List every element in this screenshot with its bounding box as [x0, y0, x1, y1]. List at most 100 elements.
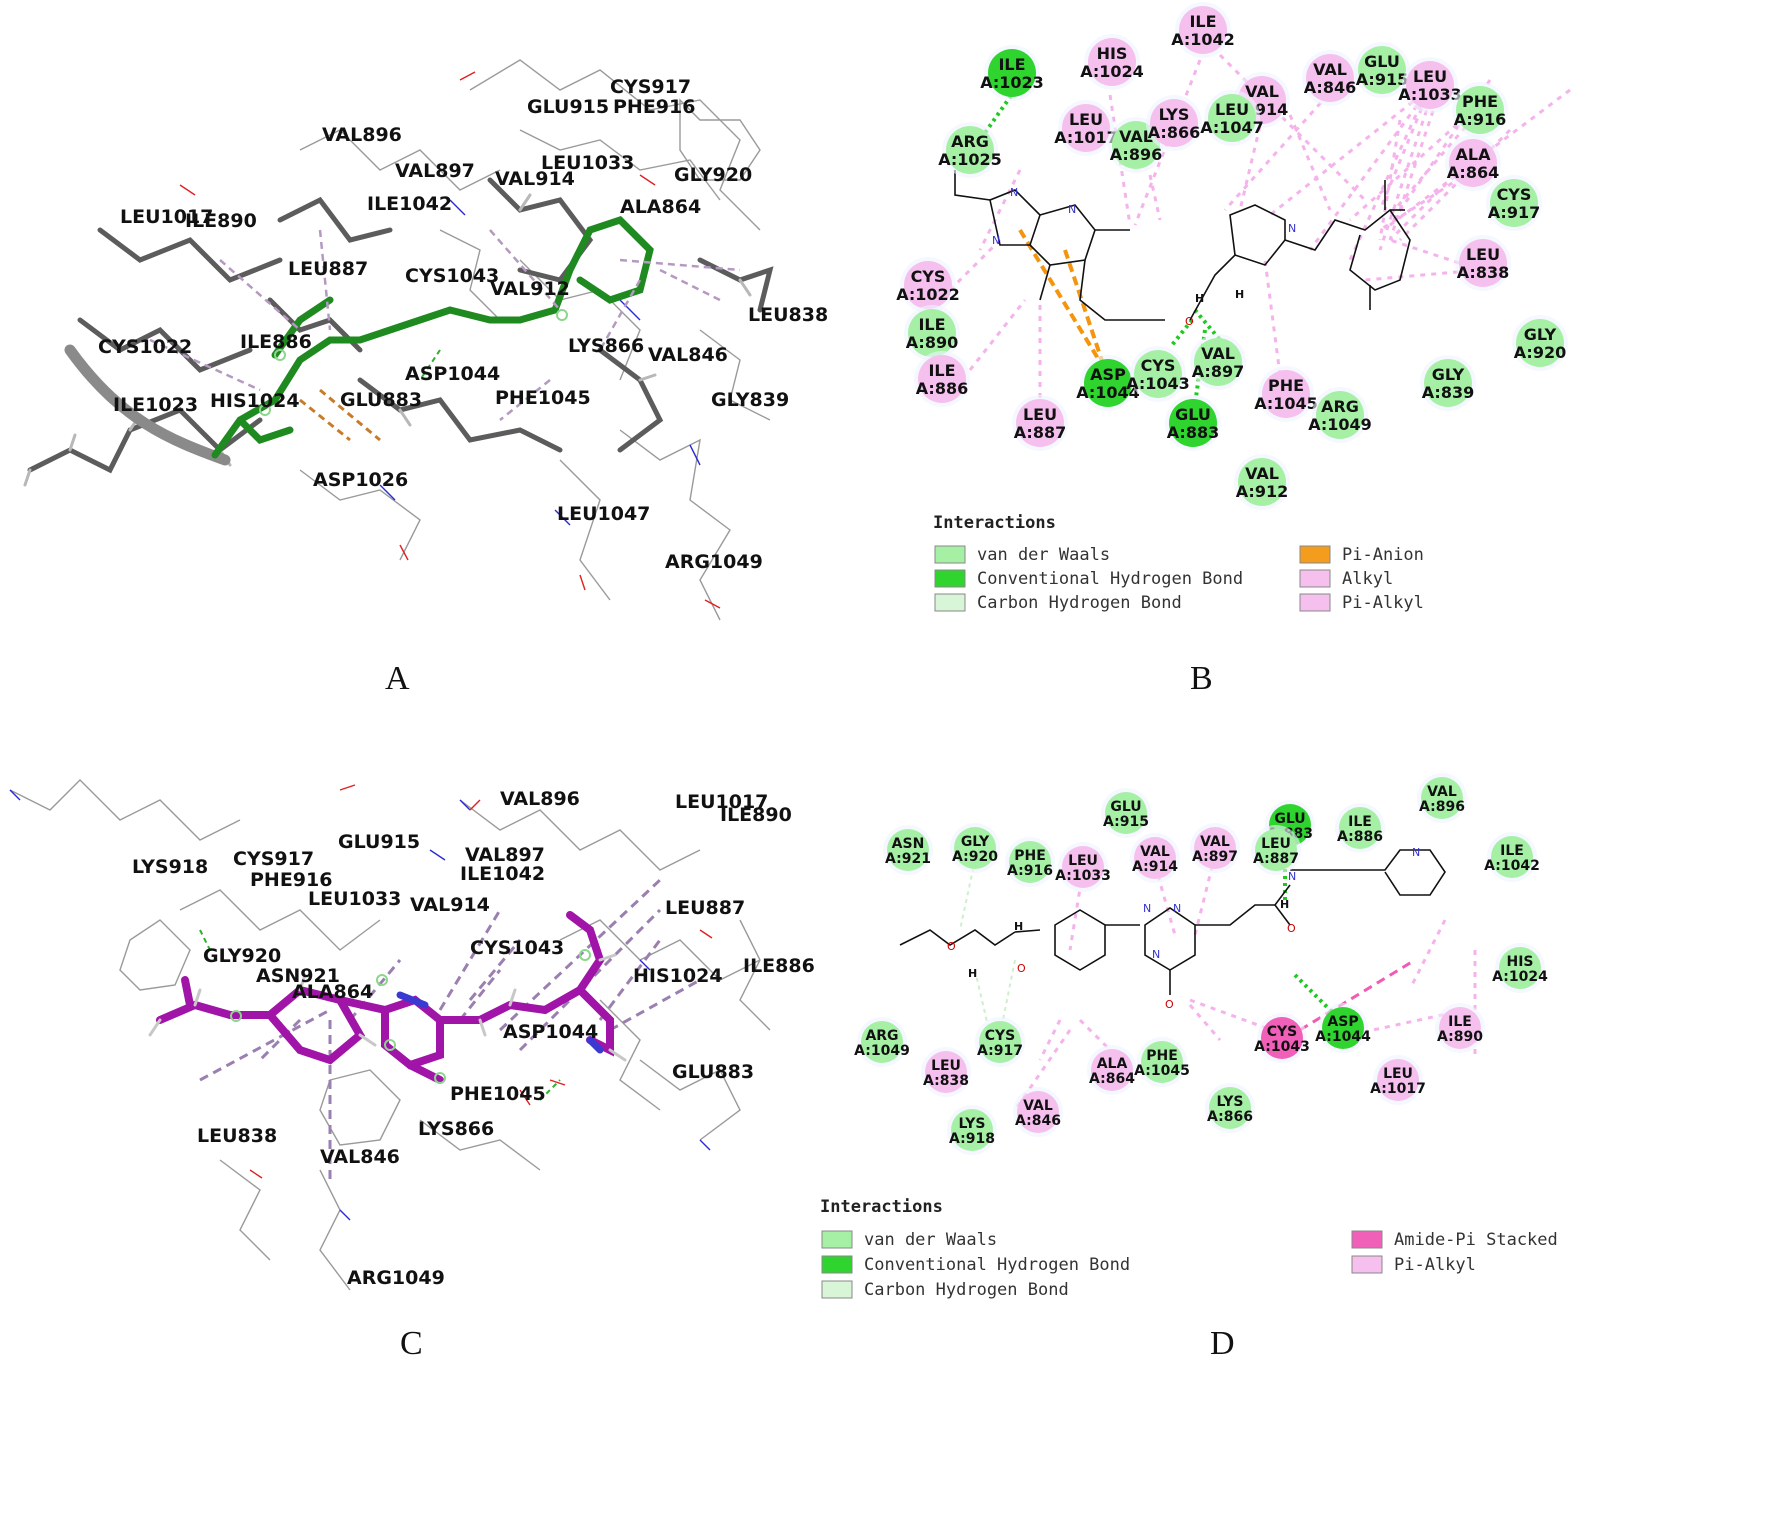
label-ile886: ILE886 — [240, 331, 312, 353]
panel-c-letter: C — [400, 1325, 423, 1362]
residue-id: A:886 — [1337, 829, 1383, 845]
svg-text:O: O — [1017, 962, 1026, 975]
residue-name: GLY — [1432, 365, 1465, 384]
legend-label: Pi-Alkyl — [1342, 593, 1424, 613]
residue-id: A:1023 — [980, 73, 1044, 92]
legend-swatch — [934, 593, 966, 612]
legend-label: Carbon Hydrogen Bond — [864, 1280, 1069, 1300]
legend-label: Carbon Hydrogen Bond — [977, 593, 1182, 613]
label-phe1045: PHE1045 — [495, 387, 591, 409]
label-leu1047: LEU1047 — [557, 503, 650, 525]
residue-name: GLU — [1110, 799, 1141, 815]
residue-name: ARG — [865, 1028, 898, 1044]
label-ile1023: ILE1023 — [113, 394, 198, 416]
residue-name: VAL — [1245, 464, 1279, 483]
residue-name: ASP — [1327, 1014, 1358, 1030]
label-ile886: ILE886 — [743, 955, 815, 977]
label-glu883: GLU883 — [672, 1061, 754, 1083]
residue-id: A:886 — [916, 379, 968, 398]
label-leu1017: LEU1017 — [120, 206, 213, 228]
legend-item: Pi-Alkyl — [1299, 593, 1424, 613]
legend-label: van der Waals — [864, 1230, 997, 1250]
panel-d-2d-interaction-diagram: O H H O N N N O O N H N GLUA:915GLUA:883… — [820, 773, 1558, 1300]
svg-text:O: O — [1165, 998, 1174, 1011]
label-ala864: ALA864 — [292, 981, 373, 1003]
residue-name: PHE — [1146, 1048, 1178, 1064]
residue-id: A:1049 — [854, 1043, 910, 1059]
label-lys866: LYS866 — [568, 335, 644, 357]
residue-id: A:1033 — [1398, 85, 1462, 104]
residue-id: A:1033 — [1055, 868, 1111, 884]
residue-name: HIS — [1506, 954, 1533, 970]
residue-id: A:864 — [1089, 1071, 1135, 1087]
residue-name: PHE — [1014, 848, 1046, 864]
residue-name: GLU — [1364, 52, 1400, 71]
svg-text:H: H — [1195, 292, 1204, 305]
residue-id: A:896 — [1110, 145, 1162, 164]
panel-c-3d-docking-view: VAL896 LEU1017 ILE890 GLU915 VAL897 LYS9… — [9, 779, 815, 1291]
residue-name: LEU — [1023, 405, 1057, 424]
residue-id: A:1044 — [1076, 383, 1140, 402]
b-legend-title: Interactions — [933, 513, 1056, 533]
residue-id: A:890 — [1437, 1029, 1483, 1045]
residue-id: A:1043 — [1126, 374, 1190, 393]
residue-id: A:1049 — [1308, 415, 1372, 434]
panel-d-letter: D — [1210, 1325, 1235, 1362]
label-ile890: ILE890 — [185, 210, 257, 232]
residue-id: A:916 — [1007, 863, 1053, 879]
residue-id: A:917 — [977, 1043, 1023, 1059]
label-val846: VAL846 — [320, 1146, 400, 1168]
residue-name: HIS — [1097, 44, 1128, 63]
panel-b: N H N N N O H H N ILEA:1042HISA:1024ILEA… — [890, 0, 1772, 710]
residue-id: A:1045 — [1134, 1063, 1190, 1079]
label-val897: VAL897 — [395, 160, 475, 182]
label-leu1033: LEU1033 — [541, 152, 634, 174]
legend-item: van der Waals — [934, 545, 1110, 565]
residue-name: ALA — [1097, 1056, 1128, 1072]
residue-name: LEU — [1215, 100, 1249, 119]
residue-id: A:838 — [1457, 263, 1509, 282]
label-cys917: CYS917 — [610, 76, 691, 98]
label-leu1033: LEU1033 — [308, 888, 401, 910]
label-val914: VAL914 — [410, 894, 490, 916]
residue-name: ILE — [1189, 12, 1216, 31]
label-arg1049: ARG1049 — [665, 551, 763, 573]
residue-name: CYS — [1267, 1024, 1298, 1040]
legend-swatch — [821, 1230, 853, 1249]
residue-id: A:912 — [1236, 482, 1288, 501]
residue-name: ILE — [1500, 843, 1524, 859]
d-legend-title: Interactions — [820, 1197, 943, 1217]
legend-item: Pi-Alkyl — [1351, 1255, 1476, 1275]
label-asp1044: ASP1044 — [405, 363, 500, 385]
svg-text:O: O — [947, 940, 956, 953]
residue-name: ASN — [892, 836, 925, 852]
label-cys1022: CYS1022 — [98, 336, 192, 358]
svg-text:N: N — [992, 234, 1000, 247]
label-cys917: CYS917 — [233, 848, 314, 870]
panel-d: O H H O N N N O O N H N GLUA:915GLUA:883… — [800, 760, 1772, 1370]
residue-name: VAL — [1201, 344, 1235, 363]
label-val846: VAL846 — [648, 344, 728, 366]
svg-text:N: N — [1068, 203, 1076, 216]
residue-name: GLU — [1274, 811, 1305, 827]
residue-name: GLU — [1175, 405, 1211, 424]
label-cys1043: CYS1043 — [470, 937, 564, 959]
residue-id: A:1022 — [896, 285, 960, 304]
legend-item: Alkyl — [1299, 569, 1393, 589]
legend-item: Carbon Hydrogen Bond — [821, 1280, 1069, 1300]
